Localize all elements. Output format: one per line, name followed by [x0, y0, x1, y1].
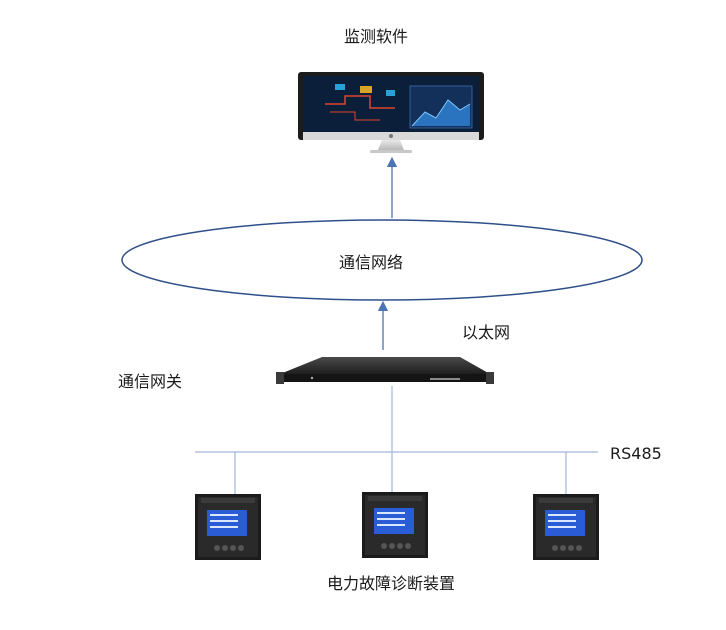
fault-diagnosis-device-label: 电力故障诊断装置 [327, 574, 456, 593]
communication-network-label: 通信网络 [339, 253, 404, 272]
gateway-device-icon [276, 357, 494, 384]
meter-device-icon [195, 494, 261, 560]
monitoring-software-label: 监测软件 [344, 27, 409, 46]
monitor-icon [298, 72, 484, 153]
ethernet-label: 以太网 [462, 323, 511, 342]
communication-gateway-label: 通信网关 [118, 372, 183, 391]
meter-device-icon [362, 492, 428, 558]
meter-device-icon [533, 494, 599, 560]
network-ellipse [121, 219, 643, 301]
rs485-bus-label: RS485 [610, 444, 662, 463]
